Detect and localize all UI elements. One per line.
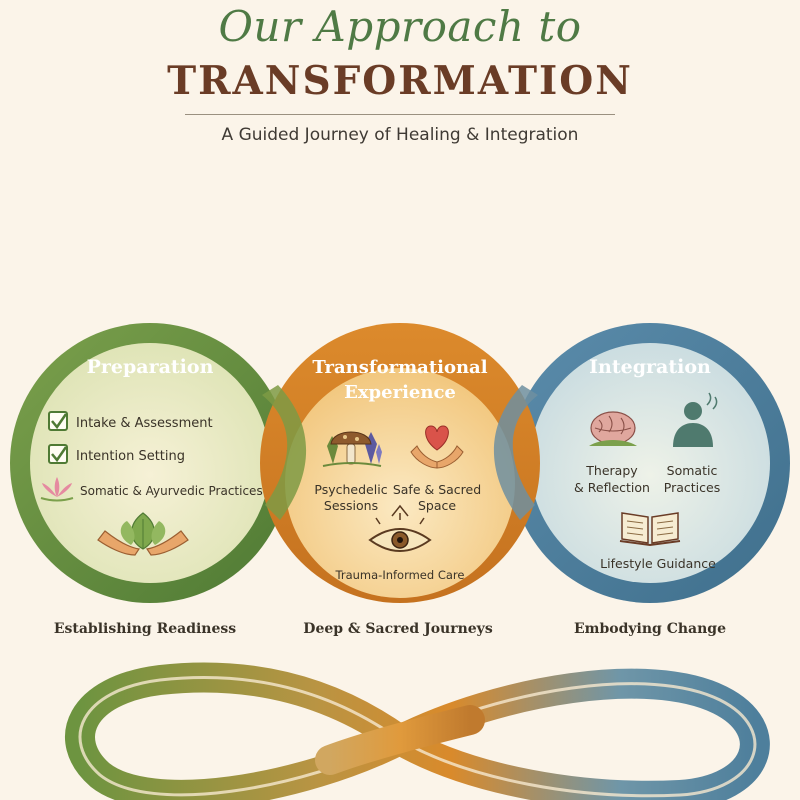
int-item-therapy-line1: Therapy <box>585 463 638 478</box>
preparation-ring <box>10 323 290 603</box>
eye-icon <box>368 504 432 552</box>
preparation-caption: Establishing Readiness <box>54 621 236 637</box>
experience-ring <box>260 323 540 603</box>
heart-hands-icon <box>410 425 464 469</box>
left-link-ribbon <box>262 385 307 520</box>
experience-title-line2: Experience <box>344 382 456 403</box>
exp-item-trauma: Trauma-Informed Care <box>335 568 465 582</box>
infinity-ribbon <box>65 662 770 800</box>
exp-item-safe-line2: Space <box>418 498 456 513</box>
prep-item-somatic: Somatic & Ayurvedic Practices <box>80 484 263 498</box>
prep-item-intake: Intake & Assessment <box>76 416 213 431</box>
int-item-lifestyle: Lifestyle Guidance <box>600 556 716 571</box>
checkbox-icon <box>48 444 68 464</box>
hands-holding-leaf-icon <box>97 512 189 556</box>
integration-caption: Embodying Change <box>574 621 726 637</box>
int-item-somatic-line1: Somatic <box>667 463 718 478</box>
exp-item-safe-line1: Safe & Sacred <box>393 482 481 497</box>
checkbox-icon <box>48 411 68 431</box>
right-link-ribbon <box>493 385 538 520</box>
person-silhouette-icon <box>673 392 718 447</box>
lotus-icon <box>40 477 74 502</box>
preparation-title: Preparation <box>87 356 214 378</box>
experience-title-line1: Transformational <box>312 357 487 378</box>
exp-item-psychedelic-line2: Sessions <box>324 498 378 513</box>
mushroom-crystals-icon <box>322 431 382 467</box>
brain-icon <box>589 411 637 446</box>
experience-caption: Deep & Sacred Journeys <box>303 621 493 637</box>
title-divider <box>185 114 615 115</box>
exp-item-psychedelic-line1: Psychedelic <box>314 482 387 497</box>
int-item-therapy-line2: & Reflection <box>574 480 650 495</box>
main-title: TRANSFORMATION <box>167 58 633 104</box>
subtitle: A Guided Journey of Healing & Integratio… <box>221 125 579 145</box>
script-title: Our Approach to <box>218 2 582 51</box>
open-book-icon <box>619 512 681 547</box>
integration-title: Integration <box>589 356 711 378</box>
int-item-somatic-line2: Practices <box>664 480 720 495</box>
prep-item-intention: Intention Setting <box>76 449 185 464</box>
integration-ring <box>510 323 790 603</box>
